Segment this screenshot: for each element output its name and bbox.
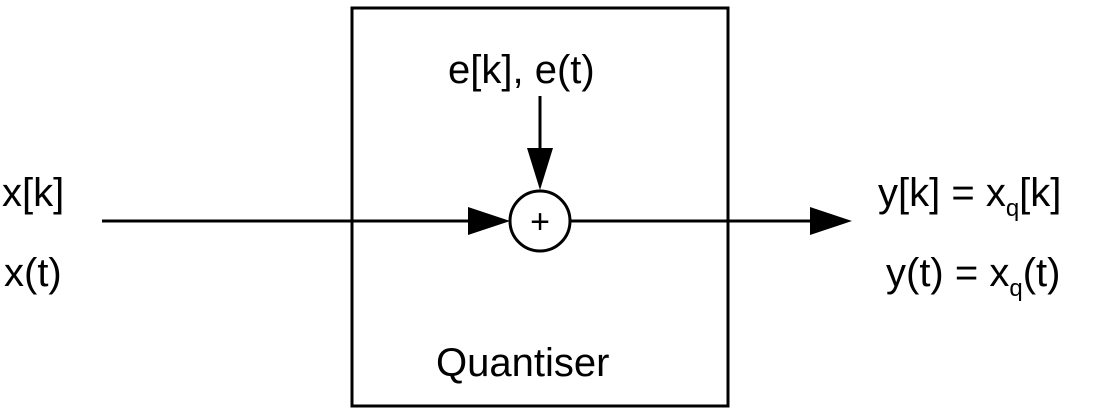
noise-label: e[k], e(t) bbox=[448, 48, 595, 92]
output-label-continuous-main: y(t) = x bbox=[886, 251, 1010, 295]
output-label-discrete-main: y[k] = x bbox=[878, 171, 1006, 215]
input-arrowhead bbox=[468, 207, 510, 235]
block-label: Quantiser bbox=[436, 341, 610, 385]
output-label-discrete-subscript: q bbox=[1005, 195, 1020, 222]
output-label-continuous-tail: (t) bbox=[1022, 251, 1061, 295]
output-label-discrete-tail: [k] bbox=[1019, 171, 1062, 215]
input-label-continuous: x(t) bbox=[4, 251, 62, 295]
quantiser-block bbox=[350, 6, 730, 408]
summing-plus-symbol: + bbox=[530, 203, 550, 241]
output-label-discrete: y[k] = xq[k] bbox=[878, 171, 1062, 221]
output-arrowhead bbox=[810, 207, 852, 235]
input-label-discrete: x[k] bbox=[2, 171, 65, 215]
noise-arrowhead bbox=[527, 148, 553, 190]
output-label-continuous-subscript: q bbox=[1009, 275, 1023, 302]
output-label-continuous: y(t) = xq(t) bbox=[886, 251, 1061, 301]
